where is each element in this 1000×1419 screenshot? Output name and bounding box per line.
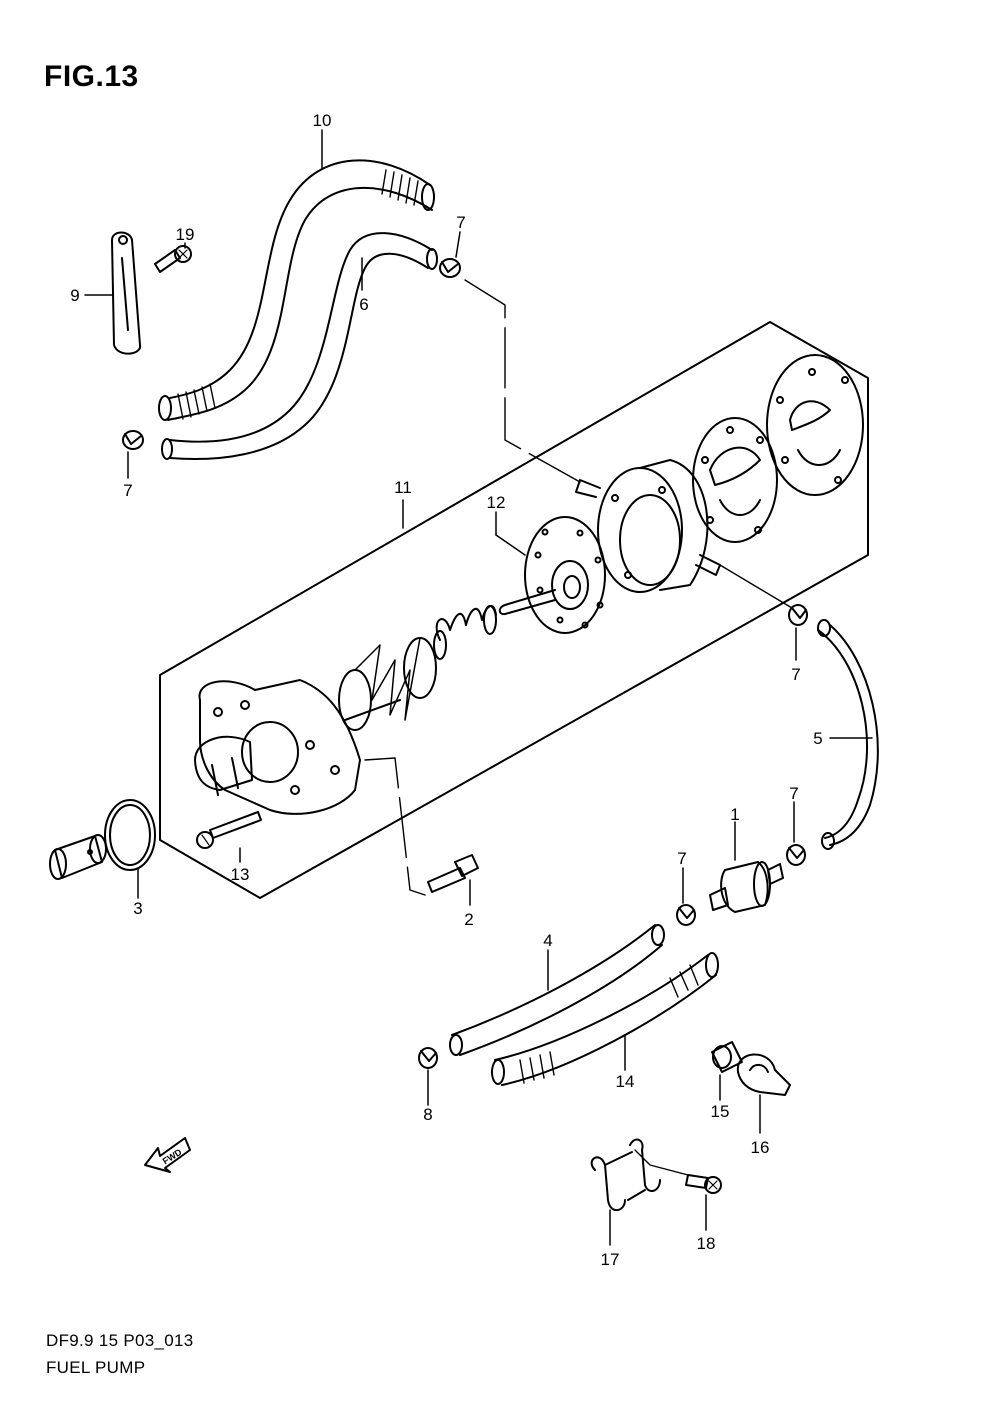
part-5-hose: [817, 619, 879, 850]
callout-10: 10: [313, 111, 332, 130]
callout-11: 11: [394, 478, 412, 497]
fwd-arrow: FWD: [144, 1137, 191, 1173]
pump-body: [575, 459, 721, 593]
callout-12: 12: [487, 493, 506, 512]
part-7-clamp-center: [676, 867, 696, 926]
callout-7-left: 7: [123, 481, 132, 500]
callout-18: 18: [697, 1234, 716, 1253]
valve-plate: [766, 354, 864, 496]
callout-7-right-mid: 7: [789, 784, 798, 803]
part-7-clamp-right-top: [788, 604, 808, 661]
callout-labels: 1 2 3 4 5 6 7 7 7 7 7 8 9 10 11 12 13 14…: [70, 111, 822, 1269]
part-17-wire-clip: [590, 1138, 661, 1246]
callout-19: 19: [176, 225, 195, 244]
callout-7-right-top: 7: [791, 665, 800, 684]
part-7-clamp-right-mid: [786, 801, 806, 866]
part-9-strap: [84, 231, 141, 355]
callout-5: 5: [813, 729, 822, 748]
callout-4: 4: [543, 931, 552, 950]
large-spring: [338, 637, 437, 731]
callout-3: 3: [133, 899, 142, 918]
callout-13: 13: [231, 865, 250, 884]
part-14-ribbed-hose: [491, 952, 719, 1086]
part-7-clamp-left: [122, 430, 144, 479]
gasket-plate: [692, 417, 778, 543]
part-12-diaphragm: [495, 511, 606, 634]
callout-14: 14: [616, 1072, 635, 1091]
part-16-bracket: [736, 1053, 791, 1134]
part-2-bolt: [427, 854, 479, 906]
callout-7-center: 7: [677, 849, 686, 868]
part-18-screw: [685, 1174, 722, 1231]
callout-8: 8: [423, 1105, 432, 1124]
footer-name: FUEL PUMP: [46, 1358, 146, 1377]
part-13-screw: [196, 811, 262, 863]
part-10-ribbed-hose: [158, 159, 435, 421]
callout-9: 9: [70, 286, 79, 305]
callout-16: 16: [751, 1138, 770, 1157]
part-15-bushing: [711, 1041, 743, 1101]
part-19-screw: [154, 242, 192, 273]
footer-code: DF9.9 15 P03_013: [46, 1331, 194, 1350]
part-6-hose: [161, 232, 438, 461]
part-3-o-ring: [104, 799, 156, 899]
callout-2: 2: [464, 910, 473, 929]
part-1-fuel-filter: [709, 821, 784, 913]
part-7-clamp-upper: [439, 231, 461, 278]
callout-7-upper: 7: [456, 213, 465, 232]
callout-6: 6: [359, 295, 368, 314]
part-4-hose: [449, 924, 665, 1056]
figure-title: FIG.13: [44, 60, 139, 93]
callout-17: 17: [601, 1250, 620, 1269]
assembly-outline: [159, 321, 869, 899]
small-spring: [433, 605, 497, 660]
part-8-clamp: [418, 1047, 438, 1106]
filter-element: [49, 834, 107, 880]
pump-cover: [194, 679, 361, 815]
callout-1: 1: [730, 805, 739, 824]
callout-15: 15: [711, 1102, 730, 1121]
